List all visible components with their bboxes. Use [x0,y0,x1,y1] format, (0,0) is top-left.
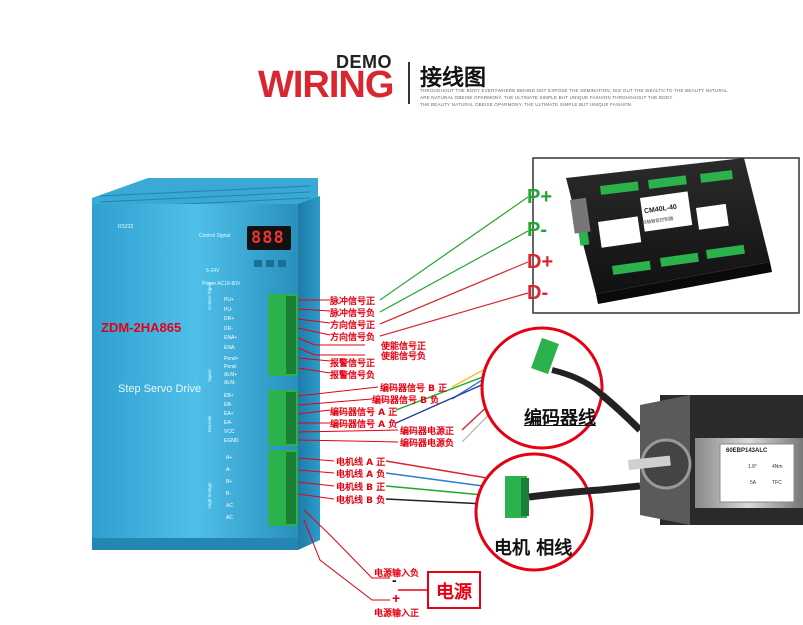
label-enc-a-pos: 编码器信号 A 正 [330,408,398,418]
driver-side-panel [298,196,320,550]
led-digits: 888 [251,228,285,248]
label-dir-pos: 方向信号正 [330,321,376,331]
encoder-callout [480,326,643,450]
terminal-alm-minus: ALM- [224,380,236,386]
label-motor-a-neg: 电机线 A 负 [336,470,386,480]
power-minus-sign: - [392,572,397,588]
controller-pin-p-plus: P+ [527,186,553,208]
terminal-a-minus: A- [226,467,231,473]
label-enc-power-neg: 编码器电源负 [400,439,455,449]
motor-spec-angle: 1.8° [748,464,757,470]
label-pulse-neg: 脉冲信号负 [330,309,376,319]
motor-callout [474,452,641,572]
led-display [247,226,291,250]
label-enable-pos: 使能信号正 [381,342,427,352]
controller-pin-p-minus: P- [527,219,547,241]
terminal-alm-plus: ALM+ [224,372,238,378]
label-enc-b-neg: 编码器信号 B 负 [372,396,440,406]
label-enc-a-neg: 编码器信号 A 负 [330,420,398,430]
controller-pin-d-minus: D- [527,282,549,304]
terminal-dr-minus: DR- [224,325,233,332]
motor-spec-brand: TFC [772,480,782,486]
encoder-terminal-list: EB+ EB- EA+ EA- VCC EGND [224,392,238,446]
header-title: 接线图 [420,66,487,91]
label-motor-a-pos: 电机线 A 正 [336,458,386,468]
keypad [254,260,286,267]
power-label: Power AC18-80V [202,281,241,287]
signal-terminal-list: Pend+ Pend- ALM+ ALM- [224,355,239,387]
control-signal-label: Control Signal [199,233,231,239]
motor-spec-rpm: 4Nm [772,464,783,470]
motor-spec-current: 5A [750,480,757,486]
terminal-pend-minus: Pend- [224,364,238,370]
label-enc-power-pos: 编码器电源正 [400,427,455,437]
label-alarm-pos: 报警信号正 [330,359,376,369]
header-tagline-3: THE BEAUTY NATURAL OBEISE OPARMONY, THE … [420,102,632,107]
terminal-eb-minus: EB- [224,402,233,408]
label-dir-neg: 方向信号负 [330,333,376,343]
terminal-a-plus: A+ [226,455,233,461]
controller-wires [379,196,529,337]
terminal-ac-2: AC [226,515,233,521]
voltage-low-label: 5-24V [206,268,220,274]
control-terminal-list: PU+ PU- DR+ DR- ENA+ ENA- [224,296,237,353]
terminal-ea-minus: EA- [224,420,233,426]
driver-signal-leaders [297,299,399,601]
group-label-encoder: Encoder [207,415,212,432]
controller-device [532,157,800,314]
terminal-vcc: VCC [224,429,235,435]
power-terminal-list: A+ A- B+ B- AC AC [226,452,233,524]
label-power-pos: 电源输入正 [374,609,420,619]
controller-pin-d-plus: D+ [527,251,554,273]
driver-model: ZDM-2HA865 [101,320,182,335]
terminal-pu-plus: PU+ [224,297,234,303]
terminal-b-minus: B- [226,491,231,497]
motor-model: 60EBP143ALC [726,448,768,454]
header-demo: DEMO [336,52,392,72]
label-motor-b-neg: 电机线 B 负 [336,496,386,506]
motor-cable-label: 电机 相线 [494,538,573,559]
terminal-ac-1: AC [226,503,233,509]
group-label-high-voltage: High Voltage [207,482,212,508]
driver-unit [92,178,320,550]
rs232-label: RS232 [118,224,134,230]
power-box-label: 电源 [436,582,472,603]
terminal-dr-plus: DR+ [224,316,235,322]
power-plus-sign: + [392,590,401,606]
driver-front-panel [92,204,298,550]
header-tagline-1: THROUGHOUT THE BODY EVERYWHERE BEHIND NO… [420,88,728,93]
terminal-pend-plus: Pend+ [224,356,239,362]
terminal-ea-plus: EA+ [224,411,234,417]
label-enable-neg: 使能信号负 [381,352,427,362]
stepper-motor [628,395,803,525]
terminal-egnd: EGND [224,438,239,444]
header-wiring: WIRING [258,64,394,106]
label-enc-b-pos: 编码器信号 B 正 [380,384,448,394]
header-divider [408,62,410,104]
terminal-b-plus: B+ [226,479,233,485]
group-label-signal: Signal [207,369,212,382]
label-power-neg: 电源输入负 [374,569,420,579]
terminal-ena-plus: ENA+ [224,335,238,341]
group-label-control: Control Signal [207,281,212,310]
label-motor-b-pos: 电机线 B 正 [336,483,386,493]
encoder-cable-label: 编码器线 [524,408,596,429]
terminal-ena-minus: ENA- [224,344,236,351]
terminal-pu-minus: PU- [224,306,233,313]
terminal-eb-plus: EB+ [224,393,234,399]
header-tagline-2: ARE NATURAL OBEISE OPARMONY, THE ULTIMAT… [420,95,673,100]
label-alarm-neg: 报警信号负 [330,371,376,381]
product-name: Step Servo Drive [118,383,202,395]
label-pulse-pos: 脉冲信号正 [330,297,376,307]
